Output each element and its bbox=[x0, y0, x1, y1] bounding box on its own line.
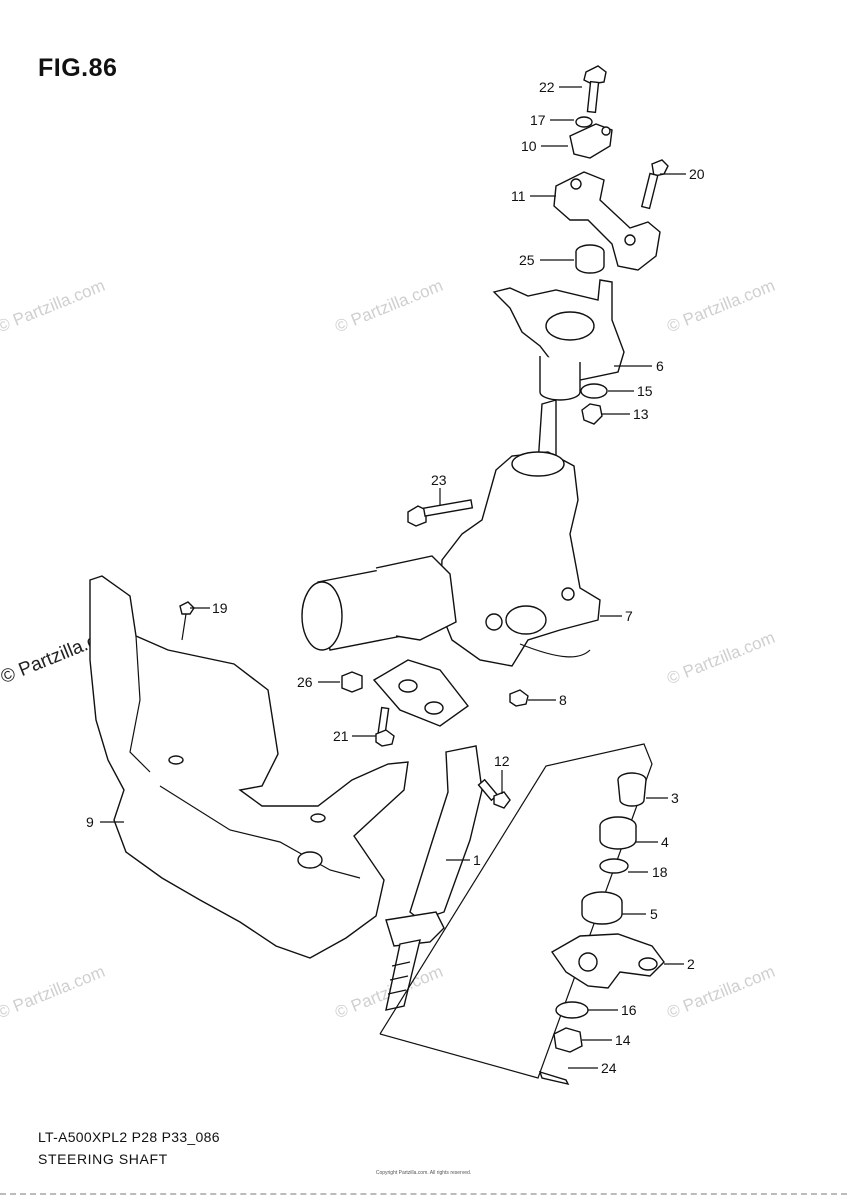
part-26-nut bbox=[341, 671, 363, 693]
part-5-bearing bbox=[581, 891, 623, 925]
part-25-bushing bbox=[575, 244, 605, 274]
part-4-bearing bbox=[599, 816, 637, 850]
callout-5: 5 bbox=[650, 906, 658, 922]
callout-12: 12 bbox=[494, 753, 510, 769]
callout-11: 11 bbox=[511, 188, 526, 204]
part-21-bolt bbox=[375, 706, 395, 747]
part-18-ring bbox=[599, 858, 629, 874]
callout-6: 6 bbox=[656, 358, 664, 374]
part-12-bolt bbox=[477, 778, 511, 809]
model-code: LT-A500XPL2 P28 P33_086 bbox=[38, 1129, 220, 1145]
callout-8: 8 bbox=[559, 692, 567, 708]
leader-lines bbox=[100, 86, 686, 1069]
callout-15: 15 bbox=[637, 383, 653, 399]
part-14-nut bbox=[553, 1027, 583, 1053]
callout-19: 19 bbox=[212, 600, 228, 616]
mounting-bracket bbox=[372, 659, 470, 727]
callout-9: 9 bbox=[86, 814, 94, 830]
callout-4: 4 bbox=[661, 834, 669, 850]
bottom-divider bbox=[0, 1193, 847, 1195]
callout-23: 23 bbox=[431, 472, 447, 488]
callout-20: 20 bbox=[689, 166, 705, 182]
callout-21: 21 bbox=[333, 728, 349, 744]
callout-2: 2 bbox=[687, 956, 695, 972]
part-11-bracket bbox=[553, 171, 661, 271]
part-22-bolt bbox=[583, 65, 607, 114]
figure-title: FIG.86 bbox=[38, 54, 118, 82]
copyright-notice: Copyright Partzilla.com. All rights rese… bbox=[375, 1170, 472, 1176]
callout-17: 17 bbox=[530, 112, 546, 128]
part-1-steering-shaft bbox=[385, 745, 483, 1011]
callout-14: 14 bbox=[615, 1032, 631, 1048]
callout-16: 16 bbox=[621, 1002, 637, 1018]
callout-22: 22 bbox=[539, 79, 555, 95]
callout-26: 26 bbox=[297, 674, 313, 690]
part-23-bolt bbox=[407, 499, 474, 527]
callout-10: 10 bbox=[521, 138, 537, 154]
part-24-cotter-pin bbox=[538, 1070, 570, 1086]
part-16-washer bbox=[555, 1001, 589, 1019]
electric-motor bbox=[301, 555, 457, 651]
callout-7: 7 bbox=[625, 608, 633, 624]
part-20-bolt bbox=[640, 159, 669, 210]
part-9-cover bbox=[89, 575, 409, 959]
lower-parts-group-outline bbox=[379, 743, 653, 1079]
callout-3: 3 bbox=[671, 790, 679, 806]
callout-1: 1 bbox=[473, 852, 481, 868]
part-13-nut bbox=[581, 403, 603, 425]
callout-18: 18 bbox=[652, 864, 668, 880]
part-10-clamp bbox=[569, 123, 613, 159]
part-8-bolt bbox=[509, 689, 529, 707]
part-7-steering-housing bbox=[439, 451, 601, 667]
callout-numbers: 22 17 10 20 11 25 6 15 13 23 19 7 26 8 2… bbox=[86, 79, 705, 1076]
callout-25: 25 bbox=[519, 252, 535, 268]
part-17-washer bbox=[575, 116, 593, 128]
part-3-bushing bbox=[617, 772, 647, 807]
part-19-screw bbox=[179, 601, 195, 641]
part-2-arm bbox=[550, 933, 665, 989]
callout-13: 13 bbox=[633, 406, 649, 422]
section-name: STEERING SHAFT bbox=[38, 1151, 168, 1167]
part-15-washer bbox=[580, 383, 608, 399]
callout-24: 24 bbox=[601, 1060, 617, 1076]
part-6-holder bbox=[492, 279, 625, 401]
